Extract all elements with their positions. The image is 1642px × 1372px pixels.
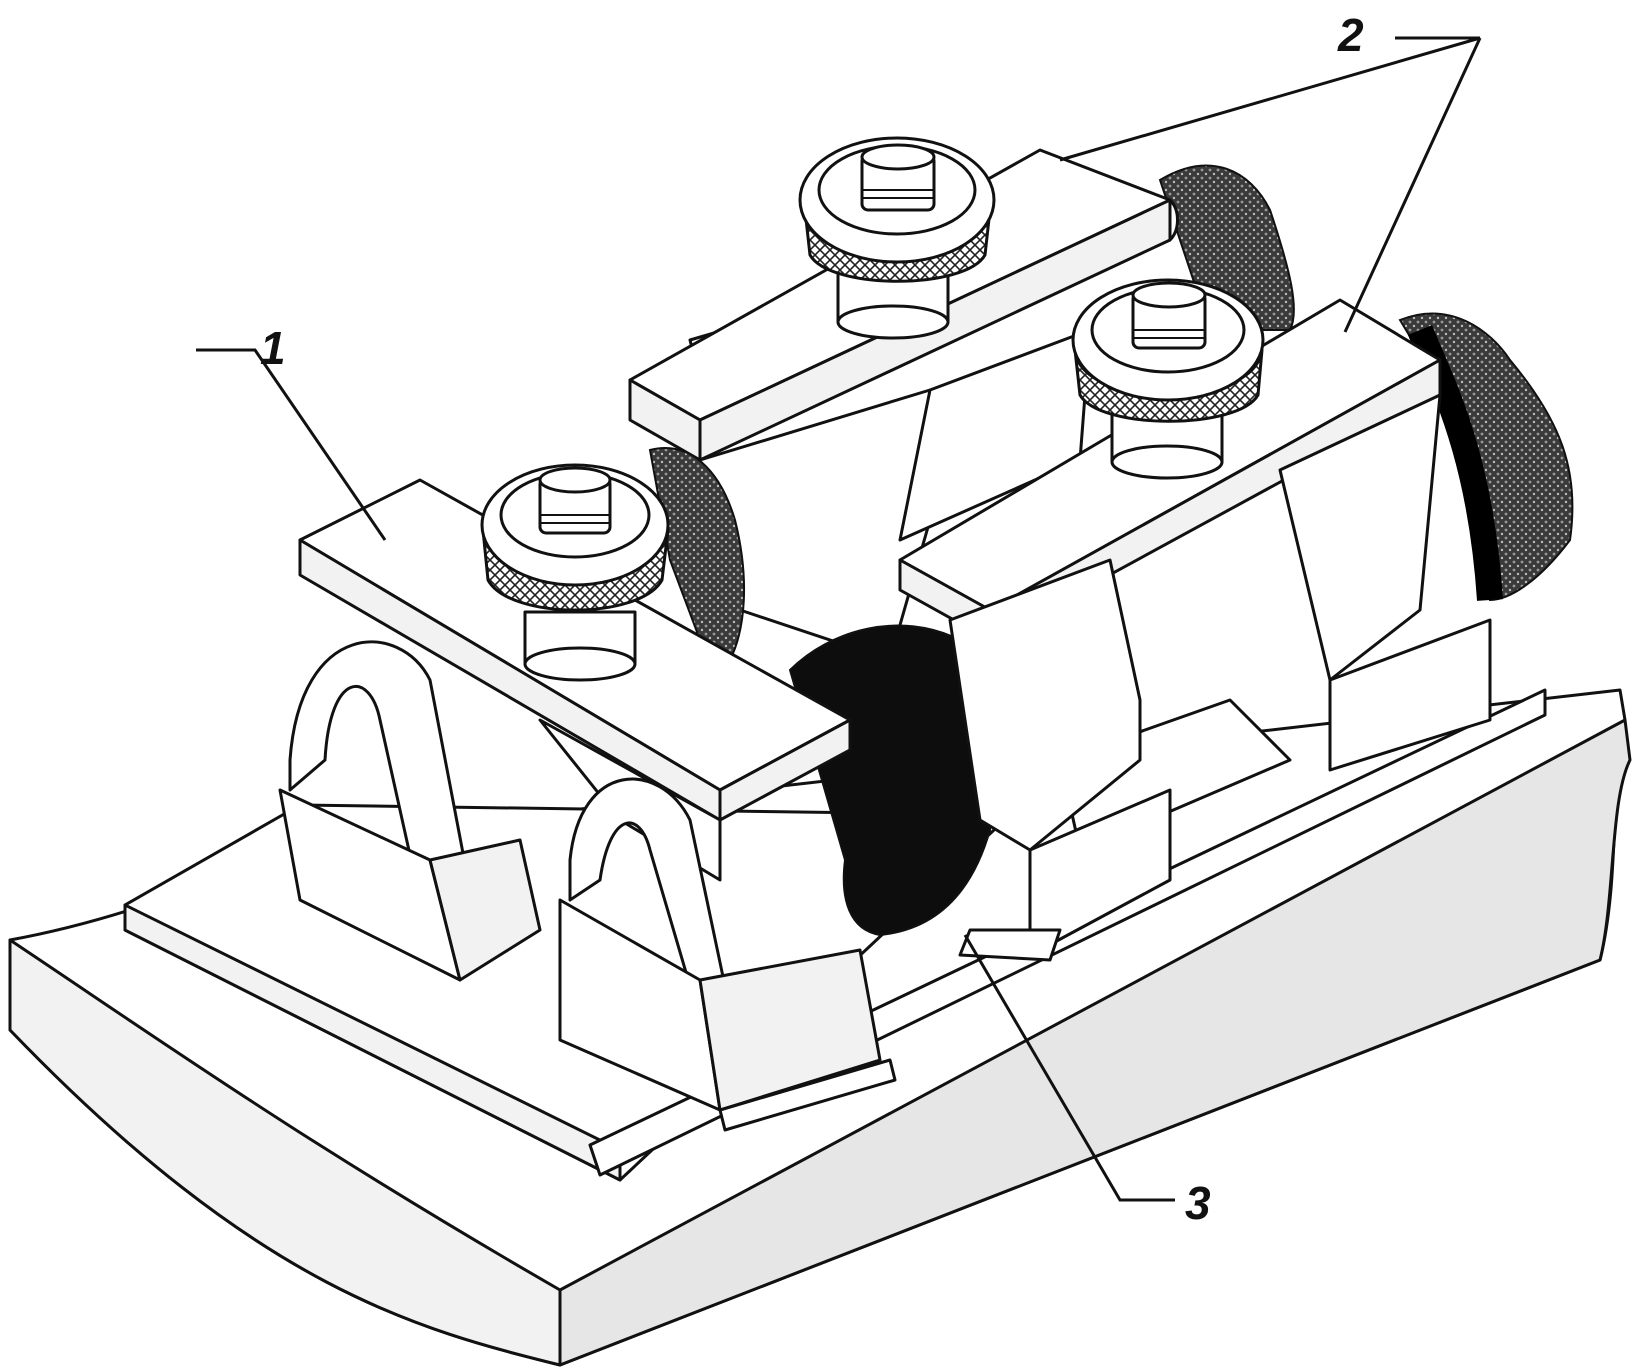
clamp-middle-right (948, 558, 1172, 962)
knob-front (480, 463, 670, 682)
callout-3: 3 (1185, 1177, 1211, 1229)
knob-rear-left (798, 136, 996, 340)
cable-left (648, 447, 746, 662)
cable-rear (1158, 164, 1574, 602)
callout-1: 1 (260, 322, 286, 374)
leader-2-left (1059, 36, 1481, 162)
leader-3 (963, 934, 1175, 1202)
jaw-front-left (278, 640, 542, 982)
callout-2: 2 (1338, 9, 1364, 61)
leader-lines (196, 36, 1482, 1202)
leader-1 (196, 348, 387, 541)
knob-rear-right (1071, 278, 1265, 480)
jaw-front-right (558, 777, 897, 1132)
leader-2-right (1343, 37, 1482, 333)
